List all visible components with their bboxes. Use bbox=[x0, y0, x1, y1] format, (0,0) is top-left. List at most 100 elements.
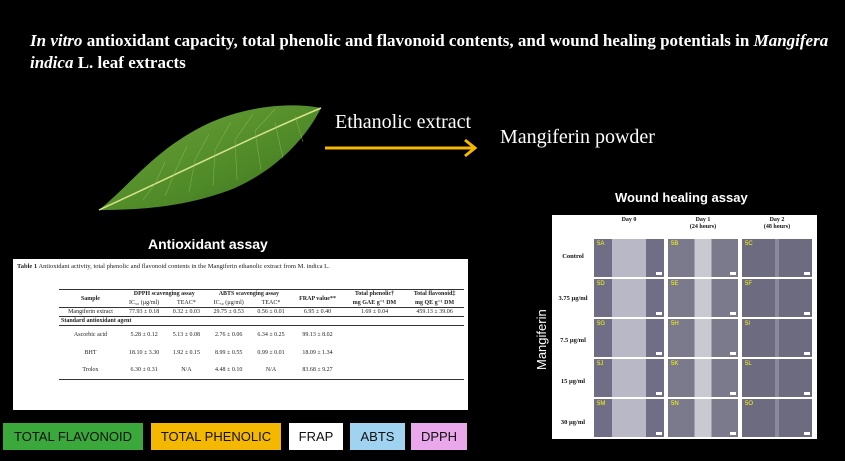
table-cell: 5.13 ± 0.08 bbox=[172, 331, 201, 338]
mangiferin-powder-label: Mangiferin powder bbox=[500, 126, 655, 148]
micrograph-tag: 5G bbox=[597, 321, 606, 327]
table-cell: Ascorbic acid bbox=[73, 331, 108, 338]
col-dpph-ic50: IC₅₀ (µg/ml) bbox=[129, 299, 160, 306]
table-cell: 18.10 ± 3.30 bbox=[128, 349, 160, 356]
table-cell: Mangiferin extract bbox=[68, 309, 113, 315]
col-abts-teac: TEAC* bbox=[261, 299, 281, 306]
table-row: Mangiferin extract 77.93 ± 0.18 0.32 ± 0… bbox=[59, 308, 464, 317]
micrograph-cell: 5G bbox=[594, 319, 664, 357]
row-30: 30 µg/ml bbox=[560, 419, 586, 426]
row-7-5: 7.5 µg/ml bbox=[560, 337, 586, 344]
table-cell: 29.75 ± 0.53 bbox=[213, 309, 244, 315]
table-cell: 77.93 ± 0.18 bbox=[128, 309, 160, 315]
table-cell: Trolox bbox=[82, 367, 99, 374]
col-frap: FRAP value** bbox=[299, 295, 336, 302]
table-row: Trolox 6.30 ± 0.31 N/A 4.48 ± 0.10 N/A 8… bbox=[59, 362, 464, 380]
table-cell: 0.32 ± 0.03 bbox=[172, 309, 201, 315]
scale-bar bbox=[804, 432, 810, 435]
title-italic-2: Mangifera indica bbox=[30, 31, 829, 72]
scale-bar bbox=[804, 312, 810, 315]
table-cell: 6.30 ± 0.31 bbox=[130, 367, 158, 374]
table-cell: 18.09 ± 1.34 bbox=[302, 349, 333, 356]
legend-abts: ABTS bbox=[350, 423, 405, 450]
col-dpph-teac: TEAC* bbox=[177, 299, 196, 306]
table-caption-label: Table 1 bbox=[17, 263, 38, 270]
scale-bar bbox=[804, 392, 810, 395]
micrograph-cell: 5K bbox=[668, 359, 738, 397]
table-cell: N/A bbox=[265, 367, 277, 374]
micrograph-cell: 5N bbox=[668, 399, 738, 437]
scale-bar bbox=[656, 392, 662, 395]
micrograph-tag: 5C bbox=[745, 241, 753, 247]
col-phenolic: Total phenolic† bbox=[354, 291, 395, 297]
scale-bar bbox=[730, 272, 736, 275]
micrograph-cell: 5F bbox=[742, 279, 812, 317]
title-italic-1: In vitro bbox=[30, 31, 83, 50]
arrow-right-icon bbox=[325, 138, 478, 158]
scale-bar bbox=[656, 352, 662, 355]
table-row: Ascorbic acid 5.28 ± 0.12 5.13 ± 0.08 2.… bbox=[59, 326, 464, 344]
legend-total-flavonoid: TOTAL FLAVONOID bbox=[3, 423, 143, 450]
scale-bar bbox=[730, 432, 736, 435]
wound-healing-heading: Wound healing assay bbox=[615, 190, 748, 205]
micrograph-tag: 5B bbox=[671, 241, 679, 247]
micrograph-tag: 5L bbox=[745, 361, 752, 367]
standard-agent-label: Standard antioxidant agent bbox=[61, 318, 132, 324]
micrograph-cell: 5L bbox=[742, 359, 812, 397]
legend-total-phenolic: TOTAL PHENOLIC bbox=[151, 423, 281, 450]
legend-dpph: DPPH bbox=[411, 423, 467, 450]
scale-bar bbox=[804, 352, 810, 355]
micrograph-cell: 5D bbox=[594, 279, 664, 317]
col-abts: ABTS scavenging assay bbox=[218, 291, 280, 297]
micrograph-tag: 5D bbox=[597, 281, 605, 287]
scale-bar bbox=[656, 432, 662, 435]
scale-bar bbox=[730, 392, 736, 395]
table-cell: 1.69 ± 0.04 bbox=[360, 309, 389, 315]
micrograph-tag: 5E bbox=[671, 281, 679, 287]
row-15: 15 µg/ml bbox=[560, 378, 586, 385]
micrograph-tag: 5O bbox=[745, 401, 754, 407]
micrograph-tag: 5I bbox=[745, 321, 751, 327]
table-cell: 4.48 ± 0.10 bbox=[215, 367, 243, 374]
micrograph-tag: 5A bbox=[597, 241, 605, 247]
antioxidant-table-card: Table 1 Antioxidant activity, total phen… bbox=[13, 259, 468, 410]
micrograph-cell: 5J bbox=[594, 359, 664, 397]
table-cell: 5.28 ± 0.12 bbox=[130, 331, 158, 338]
scale-bar bbox=[804, 272, 810, 275]
table-cell: 6.95 ± 0.40 bbox=[303, 309, 332, 315]
table-cell: 6.34 ± 0.25 bbox=[257, 331, 285, 338]
micrograph-tag: 5F bbox=[745, 281, 753, 287]
table-cell: 8.99 ± 0.55 bbox=[215, 349, 243, 356]
micrograph-tag: 5K bbox=[671, 361, 679, 367]
micrograph-tag: 5H bbox=[671, 321, 679, 327]
page-title: In vitro antioxidant capacity, total phe… bbox=[30, 30, 830, 74]
title-text-1: antioxidant capacity, total phenolic and… bbox=[82, 31, 754, 50]
scale-bar bbox=[730, 312, 736, 315]
micrograph-cell: 5M bbox=[594, 399, 664, 437]
col-flavonoid-unit: mg QE g⁻¹ DM bbox=[414, 300, 455, 306]
antioxidant-table: Sample DPPH scavenging assay ABTS scaven… bbox=[59, 289, 464, 380]
col-day2: Day 2 (48 hours) bbox=[763, 217, 791, 230]
scale-bar bbox=[656, 272, 662, 275]
micrograph-cell: 5C bbox=[742, 239, 812, 277]
wound-healing-figure: Day 0 Day 1 (24 hours) Day 2 (48 hours) … bbox=[552, 215, 817, 439]
scale-bar bbox=[656, 312, 662, 315]
col-dpph: DPPH scavenging assay bbox=[133, 291, 195, 297]
table-cell: 0.56 ± 0.01 bbox=[257, 309, 285, 315]
table-caption: Table 1 Antioxidant activity, total phen… bbox=[17, 263, 330, 270]
table-cell: 99.13 ± 8.02 bbox=[302, 331, 333, 338]
legend-frap: FRAP bbox=[289, 423, 343, 450]
micrograph-tag: 5N bbox=[671, 401, 679, 407]
mangiferin-side-label: Mangiferin bbox=[534, 309, 549, 370]
micrograph-cell: 5E bbox=[668, 279, 738, 317]
micrograph-tag: 5J bbox=[597, 361, 604, 367]
micrograph-cell: 5A bbox=[594, 239, 664, 277]
table-cell: 2.76 ± 0.06 bbox=[215, 331, 243, 338]
micrograph-cell: 5B bbox=[668, 239, 738, 277]
table-cell: 0.99 ± 0.01 bbox=[257, 349, 285, 356]
col-abts-ic50: IC₅₀ (µg/ml) bbox=[213, 299, 244, 306]
table-cell: 83.68 ± 9.27 bbox=[302, 367, 333, 374]
ethanolic-extract-label: Ethanolic extract bbox=[335, 111, 472, 133]
table-cell: N/A bbox=[181, 367, 192, 374]
row-3-75: 3.75 µg/ml bbox=[558, 295, 588, 302]
